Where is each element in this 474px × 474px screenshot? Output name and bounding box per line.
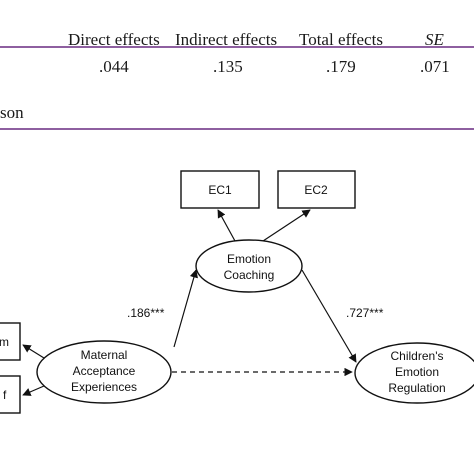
left-bottom-box bbox=[0, 375, 21, 414]
loading-ec1-arrow bbox=[217, 209, 236, 242]
emotion-coaching-node bbox=[195, 239, 303, 293]
table-bottom-rule bbox=[0, 128, 474, 130]
coef-right-path: .727*** bbox=[346, 306, 384, 320]
header-se: SE bbox=[425, 30, 444, 49]
maternal-line-2: Acceptance bbox=[73, 364, 136, 378]
value-indirect: .135 bbox=[213, 57, 243, 76]
coef-left-path: .186*** bbox=[127, 306, 165, 320]
loading-left-top-arrow bbox=[22, 344, 45, 359]
ec2-label: EC2 bbox=[304, 183, 328, 197]
children-line-3: Regulation bbox=[388, 381, 445, 395]
maternal-line-1: Maternal bbox=[81, 348, 128, 362]
path-diagram-svg: EC1 EC2 m f Emotion Coaching Maternal Ac… bbox=[0, 170, 474, 414]
emotion-coaching-line-1: Emotion bbox=[227, 252, 271, 266]
children-line-1: Children's bbox=[391, 349, 444, 363]
left-bottom-label: f bbox=[3, 388, 7, 402]
left-top-box bbox=[0, 322, 21, 361]
value-se: .071 bbox=[420, 57, 450, 76]
value-direct: .044 bbox=[99, 57, 129, 76]
header-total-effects: Total effects bbox=[299, 30, 383, 49]
emotion-coaching-line-2: Coaching bbox=[224, 268, 275, 282]
maternal-line-3: Experiences bbox=[71, 380, 137, 394]
value-total: .179 bbox=[326, 57, 356, 76]
path-maternal-to-coaching bbox=[173, 269, 198, 348]
childrens-regulation-node bbox=[354, 342, 474, 404]
table-top-rule bbox=[0, 46, 474, 48]
path-diagram: EC1 EC2 m f Emotion Coaching Maternal Ac… bbox=[0, 140, 474, 474]
maternal-acceptance-node bbox=[36, 340, 172, 404]
ec2-box bbox=[277, 170, 356, 209]
header-direct-effects: Direct effects bbox=[68, 30, 160, 49]
children-line-2: Emotion bbox=[395, 365, 439, 379]
loading-ec2-arrow bbox=[262, 209, 311, 242]
results-table: Direct effects Indirect effects Total ef… bbox=[0, 0, 474, 140]
loading-left-bottom-arrow bbox=[22, 385, 45, 396]
header-indirect-effects: Indirect effects bbox=[175, 30, 278, 49]
ec1-label: EC1 bbox=[208, 183, 232, 197]
path-coaching-to-children bbox=[301, 269, 357, 363]
left-top-label: m bbox=[0, 335, 9, 349]
table-note-fragment: son bbox=[0, 103, 24, 122]
ec1-box bbox=[180, 170, 260, 209]
